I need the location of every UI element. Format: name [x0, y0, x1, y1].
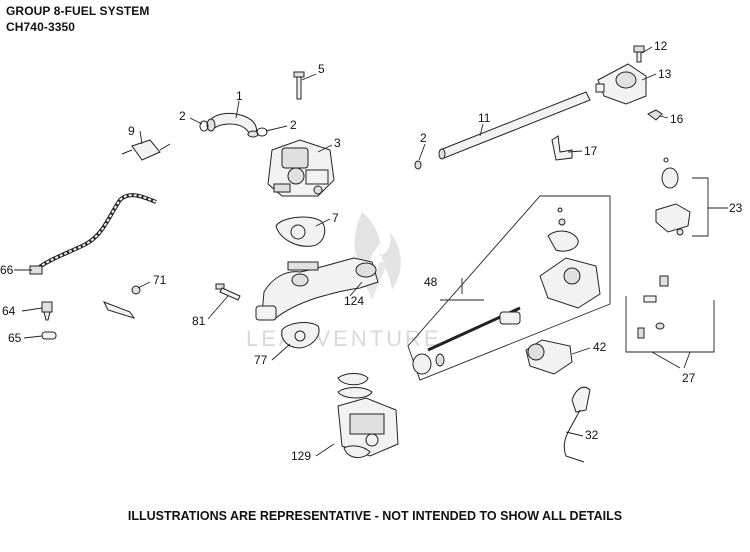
callout-66: 66 — [0, 263, 14, 277]
callout-12: 12 — [654, 39, 668, 53]
carburetor-assembly — [337, 373, 399, 458]
callout-23: 23 — [729, 201, 743, 215]
tube-fitting — [41, 331, 57, 340]
callout-65: 65 — [8, 331, 22, 345]
callout-2-left: 2 — [179, 109, 186, 123]
carburetor-kit-48 — [407, 195, 611, 381]
bracket-screw — [102, 285, 141, 319]
hose-clamp — [199, 120, 422, 170]
hose-clip — [41, 301, 53, 321]
pump-screw — [633, 45, 645, 63]
callout-124: 124 — [344, 294, 364, 308]
callout-32: 32 — [585, 428, 599, 442]
mounting-stud — [215, 283, 241, 301]
model-number: CH740-3350 — [6, 20, 76, 34]
callout-9: 9 — [128, 124, 135, 138]
callout-11: 11 — [478, 111, 491, 125]
repair-kit-27 — [625, 275, 715, 369]
fuel-solenoid — [525, 339, 573, 375]
callout-71: 71 — [153, 273, 167, 287]
callout-16: 16 — [670, 112, 684, 126]
callout-7: 7 — [332, 211, 339, 225]
watermark-text: LEADVENTURE — [246, 326, 442, 351]
callout-48: 48 — [424, 275, 438, 289]
callout-numbers: 1 2 2 2 3 5 7 9 11 12 13 16 17 23 27 32 … — [0, 39, 743, 463]
callout-64: 64 — [2, 304, 16, 318]
callout-129: 129 — [291, 449, 311, 463]
manifold-gasket — [281, 322, 320, 349]
fuel-filter — [121, 139, 171, 161]
wire-harness — [563, 386, 591, 463]
callout-42: 42 — [593, 340, 607, 354]
callout-27: 27 — [682, 371, 696, 385]
bolt — [293, 71, 305, 100]
callout-1: 1 — [236, 89, 243, 103]
callout-77: 77 — [254, 353, 268, 367]
hex-nut — [647, 109, 663, 121]
disclaimer-note: ILLUSTRATIONS ARE REPRESENTATIVE - NOT I… — [127, 509, 623, 523]
callout-17: 17 — [584, 144, 598, 158]
fuel-hose-elbow — [206, 112, 259, 138]
leader-lines — [14, 46, 669, 457]
fuel-pump — [595, 63, 647, 105]
callout-5: 5 — [318, 62, 325, 76]
carburetor — [267, 139, 335, 197]
intake-manifold — [255, 257, 379, 321]
fuel-pipe — [438, 91, 591, 160]
callout-13: 13 — [658, 67, 672, 81]
gasket — [275, 216, 326, 247]
callout-2-pipe: 2 — [420, 131, 427, 145]
callout-81: 81 — [192, 314, 206, 328]
callout-3: 3 — [334, 136, 341, 150]
diagram-title: GROUP 8-FUEL SYSTEM — [6, 4, 150, 18]
repair-kit-23 — [655, 157, 728, 237]
callout-2-right: 2 — [290, 118, 297, 132]
fuel-line — [29, 193, 157, 275]
pipe-bracket — [551, 135, 573, 161]
